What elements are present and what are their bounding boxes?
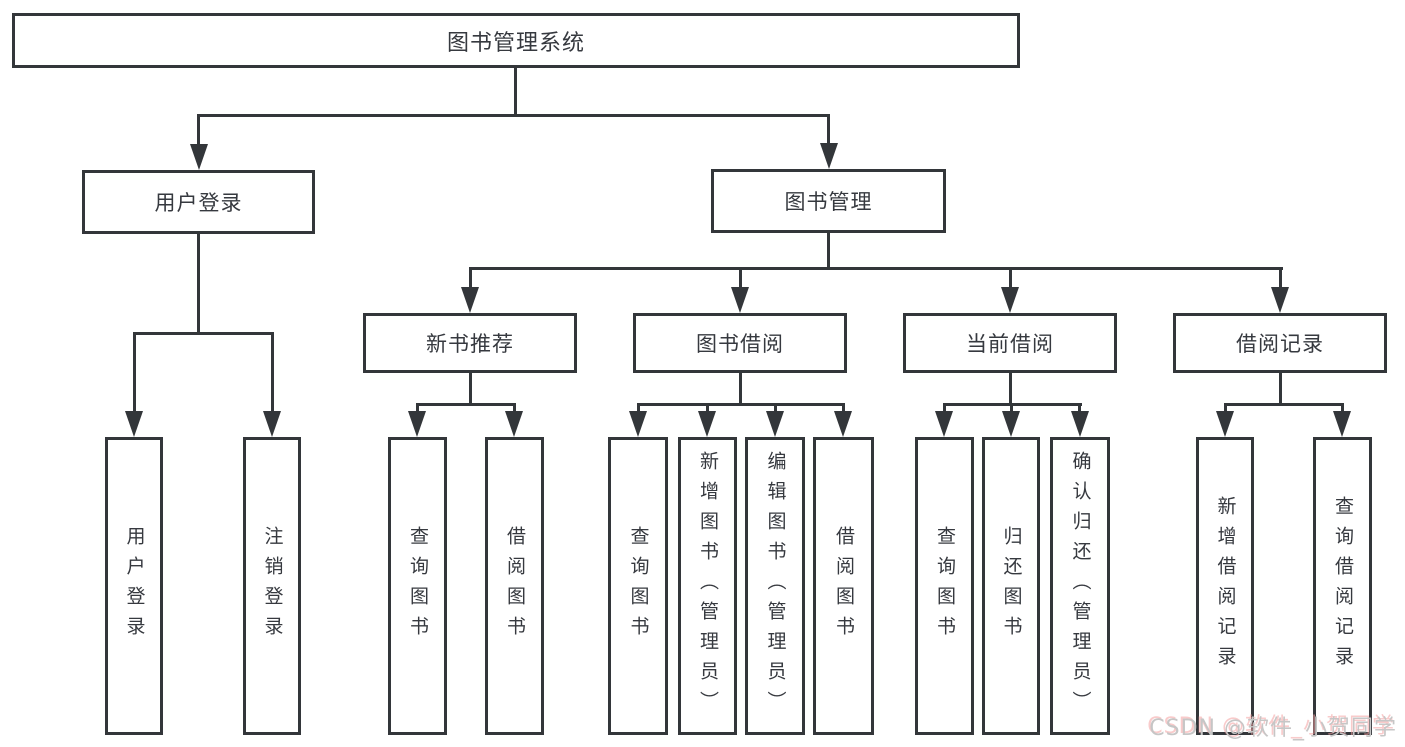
connector-line: [197, 114, 200, 148]
leaf-label: 归还图书: [1000, 526, 1023, 646]
connector-line: [271, 332, 274, 414]
leaf-record-query: 查询借阅记录: [1313, 437, 1372, 735]
arrow-down-icon: [461, 287, 479, 313]
connector-line: [739, 267, 742, 291]
leaf-current-confirm-return-admin: 确认归还（管理员）: [1050, 437, 1110, 735]
leaf-recommend-borrow-book: 借阅图书: [485, 437, 544, 735]
node-library-system: 图书管理系统: [12, 13, 1020, 68]
leaf-record-add: 新增借阅记录: [1196, 437, 1254, 735]
connector-line: [514, 68, 517, 117]
leaf-current-return-book: 归还图书: [982, 437, 1040, 735]
connector-line: [1279, 372, 1282, 406]
arrow-down-icon: [698, 411, 716, 437]
arrow-down-icon: [1001, 287, 1019, 313]
node-book-borrow: 图书借阅: [633, 313, 847, 373]
connector-line: [943, 403, 946, 414]
connector-line: [1279, 267, 1282, 291]
csdn-watermark: CSDN @软件_小贺同学: [1149, 716, 1397, 741]
leaf-borrow-query-book: 查询图书: [608, 437, 668, 735]
connector-line: [1224, 403, 1227, 414]
connector-line: [827, 114, 830, 148]
arrow-down-icon: [1002, 411, 1020, 437]
arrow-down-icon: [125, 411, 143, 437]
arrow-down-icon: [263, 411, 281, 437]
connector-line: [1224, 403, 1344, 406]
leaf-label: 借阅图书: [504, 526, 526, 646]
node-label: 当前借阅: [966, 332, 1054, 356]
arrow-down-icon: [834, 411, 852, 437]
connector-line: [1341, 403, 1344, 414]
connector-line: [197, 233, 200, 335]
node-label: 图书借阅: [696, 332, 784, 356]
connector-line: [827, 233, 830, 270]
connector-line: [416, 403, 516, 406]
arrow-down-icon: [1271, 287, 1289, 313]
leaf-current-query-book: 查询图书: [915, 437, 974, 735]
arrow-down-icon: [935, 411, 953, 437]
connector-line: [1009, 267, 1012, 291]
connector-line: [774, 403, 777, 414]
connector-line: [469, 372, 472, 406]
arrow-down-icon: [1333, 411, 1351, 437]
leaf-label: 用户登录: [123, 526, 146, 646]
leaf-user-login: 用户登录: [105, 437, 163, 735]
connector-line: [842, 403, 845, 414]
leaf-label: 查询图书: [934, 526, 956, 646]
connector-line: [197, 114, 830, 117]
connector-line: [1010, 403, 1013, 414]
arrow-down-icon: [1071, 411, 1089, 437]
arrow-down-icon: [731, 287, 749, 313]
leaf-label: 新增借阅记录: [1214, 496, 1237, 676]
leaf-borrow-edit-book-admin: 编辑图书（管理员）: [745, 437, 805, 735]
connector-line: [706, 403, 709, 414]
leaf-recommend-query-book: 查询图书: [388, 437, 447, 735]
connector-line: [469, 267, 472, 291]
leaf-logout: 注销登录: [243, 437, 301, 735]
connector-line: [513, 403, 516, 414]
connector-line: [637, 403, 640, 414]
arrow-down-icon: [629, 411, 647, 437]
node-new-book-recommend: 新书推荐: [363, 313, 577, 373]
node-label: 图书管理: [784, 190, 873, 214]
leaf-borrow-add-book-admin: 新增图书（管理员）: [678, 437, 737, 735]
connector-line: [637, 403, 845, 406]
leaf-label: 新增图书（管理员）: [697, 451, 719, 721]
connector-line: [1078, 403, 1081, 414]
arrow-down-icon: [190, 144, 208, 170]
arrow-down-icon: [408, 411, 426, 437]
leaf-label: 注销登录: [261, 526, 284, 646]
arrow-down-icon: [1216, 411, 1234, 437]
node-label: 图书管理系统: [446, 30, 585, 56]
node-label: 新书推荐: [426, 332, 514, 356]
leaf-borrow-borrow-book: 借阅图书: [813, 437, 874, 735]
arrow-down-icon: [505, 411, 523, 437]
node-borrow-records: 借阅记录: [1173, 313, 1387, 373]
leaf-label: 借阅图书: [833, 526, 855, 646]
leaf-label: 查询图书: [407, 526, 429, 646]
node-user-login: 用户登录: [82, 170, 315, 234]
connector-line: [469, 267, 1283, 270]
connector-line: [739, 372, 742, 406]
arrow-down-icon: [820, 143, 838, 169]
node-book-management: 图书管理: [711, 169, 946, 233]
connector-line: [133, 332, 274, 335]
connector-line: [133, 332, 136, 414]
leaf-label: 确认归还（管理员）: [1069, 451, 1092, 721]
node-current-borrow: 当前借阅: [903, 313, 1117, 373]
connector-line: [416, 403, 419, 414]
node-label: 用户登录: [154, 191, 243, 215]
leaf-label: 查询图书: [627, 526, 650, 646]
leaf-label: 查询借阅记录: [1332, 496, 1354, 676]
connector-line: [1009, 372, 1012, 406]
node-label: 借阅记录: [1236, 332, 1324, 356]
arrow-down-icon: [766, 411, 784, 437]
leaf-label: 编辑图书（管理员）: [764, 451, 787, 721]
